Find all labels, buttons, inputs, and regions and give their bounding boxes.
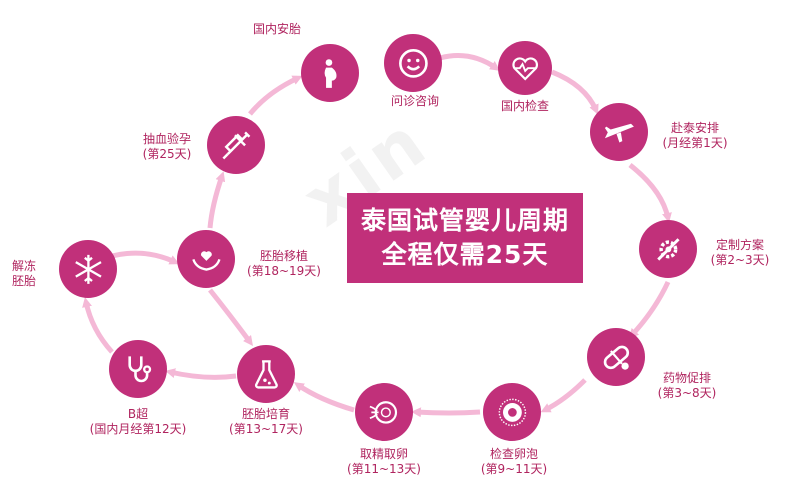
label-ultrasound: B超(国内月经第12天)	[89, 407, 187, 436]
flow-arrow	[540, 378, 587, 413]
flow-arrow	[628, 280, 671, 339]
flow-arrow	[111, 250, 180, 265]
step-consult	[384, 34, 442, 92]
label-plan: 定制方案(第2~3天)	[710, 238, 770, 267]
sperm-egg-icon	[369, 400, 397, 424]
flow-arrow	[207, 171, 226, 229]
snowflake-icon	[74, 254, 102, 284]
label-consult: 问诊咨询	[390, 94, 439, 108]
title-line-1: 泰国试管婴儿周期	[360, 206, 569, 235]
flow-arrow	[82, 297, 114, 354]
gear-wrench-icon	[656, 237, 680, 261]
heart-pulse-icon	[512, 57, 538, 81]
step-transfer	[177, 230, 235, 288]
flow-arrow	[628, 163, 672, 223]
smiley-icon	[398, 48, 428, 78]
step-medication	[587, 328, 645, 386]
step-pregnancy-test	[207, 116, 265, 174]
step-prenatal	[301, 44, 359, 102]
egg-cell-icon	[498, 398, 526, 426]
flow-arrow	[439, 53, 501, 71]
label-follicle: 检查卵泡(第9~11天)	[480, 447, 548, 476]
pregnant-icon	[324, 58, 337, 88]
flask-icon	[254, 359, 278, 389]
flow-arrow	[165, 368, 237, 380]
step-plan	[639, 220, 697, 278]
hands-heart-icon	[191, 250, 221, 271]
pill-icon	[603, 345, 629, 370]
flow-arrow	[411, 407, 481, 418]
step-retrieval	[355, 383, 413, 441]
step-culture	[237, 345, 295, 403]
flow-arrow	[208, 288, 253, 347]
label-thaw: 解冻胚胎	[11, 259, 36, 288]
title-box: 泰国试管婴儿周期 全程仅需25天	[347, 193, 583, 283]
step-ultrasound	[109, 340, 167, 398]
step-domestic-check	[498, 41, 552, 95]
label-travel: 赴泰安排(月经第1天)	[662, 121, 728, 150]
label-transfer: 胚胎移植(第18~19天)	[247, 249, 321, 278]
label-culture: 胚胎培育(第13~17天)	[229, 407, 303, 436]
step-follicle	[483, 383, 541, 441]
step-thaw	[59, 240, 117, 298]
label-pregnancy-test: 抽血验孕(第25天)	[142, 132, 192, 161]
label-medication: 药物促排(第3~8天)	[657, 371, 717, 400]
stethoscope-icon	[127, 355, 151, 382]
flow-arrow	[293, 382, 355, 413]
label-prenatal: 国内安胎	[252, 22, 301, 36]
syringe-icon	[222, 131, 250, 159]
step-travel	[590, 103, 648, 161]
airplane-icon	[604, 123, 634, 143]
flow-arrow	[248, 75, 303, 116]
title-line-2: 全程仅需25天	[381, 240, 549, 269]
label-retrieval: 取精取卵(第11~13天)	[347, 447, 421, 476]
flow-arrow	[551, 69, 599, 115]
label-domestic-check: 国内检查	[500, 99, 549, 113]
